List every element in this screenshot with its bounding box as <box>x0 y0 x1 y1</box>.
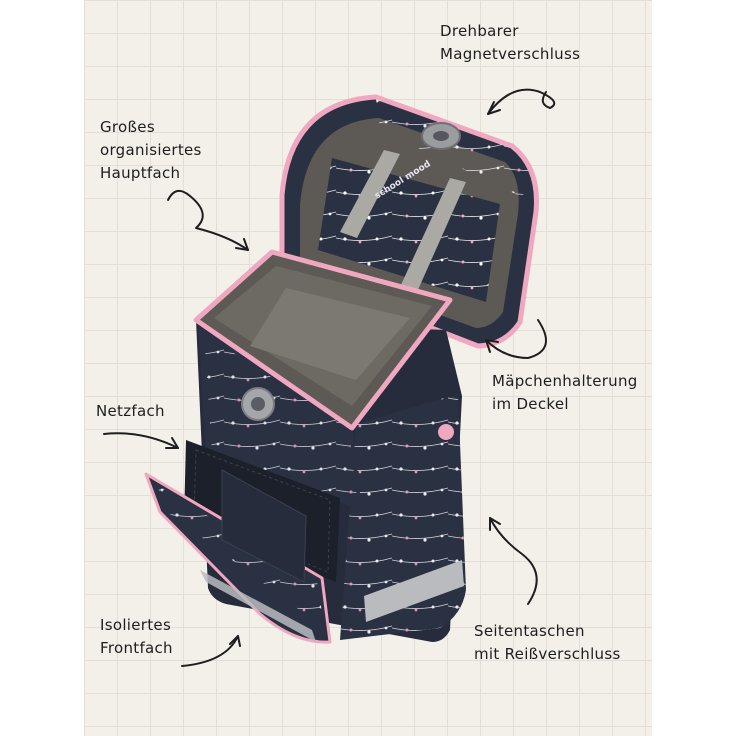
arrow-magnet-icon <box>487 88 556 115</box>
callout-line: Netzfach <box>96 402 165 420</box>
arrow-main-compartment-icon <box>167 189 249 251</box>
reflector-strip <box>364 560 464 622</box>
front-flap <box>144 469 332 644</box>
callout-line: im Deckel <box>492 395 569 413</box>
arrow-front-pocket-icon <box>181 635 241 667</box>
callout-line: Seitentaschen <box>474 622 585 640</box>
callout-net-pocket: Netzfach <box>96 400 165 423</box>
arrow-side-pockets-icon <box>489 517 538 605</box>
callout-line: Hauptfach <box>100 164 181 182</box>
callout-magnet-clasp: Drehbarer Magnetverschluss <box>440 20 580 66</box>
callout-line: Frontfach <box>100 639 173 657</box>
callout-front-pocket: Isoliertes Frontfach <box>100 614 173 660</box>
callout-line: mit Reißverschluss <box>474 645 621 663</box>
callout-line: organisiertes <box>100 141 202 159</box>
zipper-pull-icon <box>438 424 454 440</box>
callout-line: Isoliertes <box>100 616 172 634</box>
arrow-net-pocket-icon <box>103 432 179 449</box>
callout-line: Magnetverschluss <box>440 45 581 63</box>
flap-reflector-strip <box>200 570 316 642</box>
callout-pencil-holder: Mäpchenhalterung im Deckel <box>492 370 638 416</box>
callout-side-pockets: Seitentaschen mit Reißverschluss <box>474 620 621 666</box>
callout-line: Drehbarer <box>440 22 519 40</box>
arrow-pencil-holder-icon <box>485 319 547 359</box>
callout-line: Mäpchenhalterung <box>492 372 638 390</box>
callout-line: Großes <box>100 118 155 136</box>
callout-main-compartment: Großes organisiertes Hauptfach <box>100 116 202 185</box>
